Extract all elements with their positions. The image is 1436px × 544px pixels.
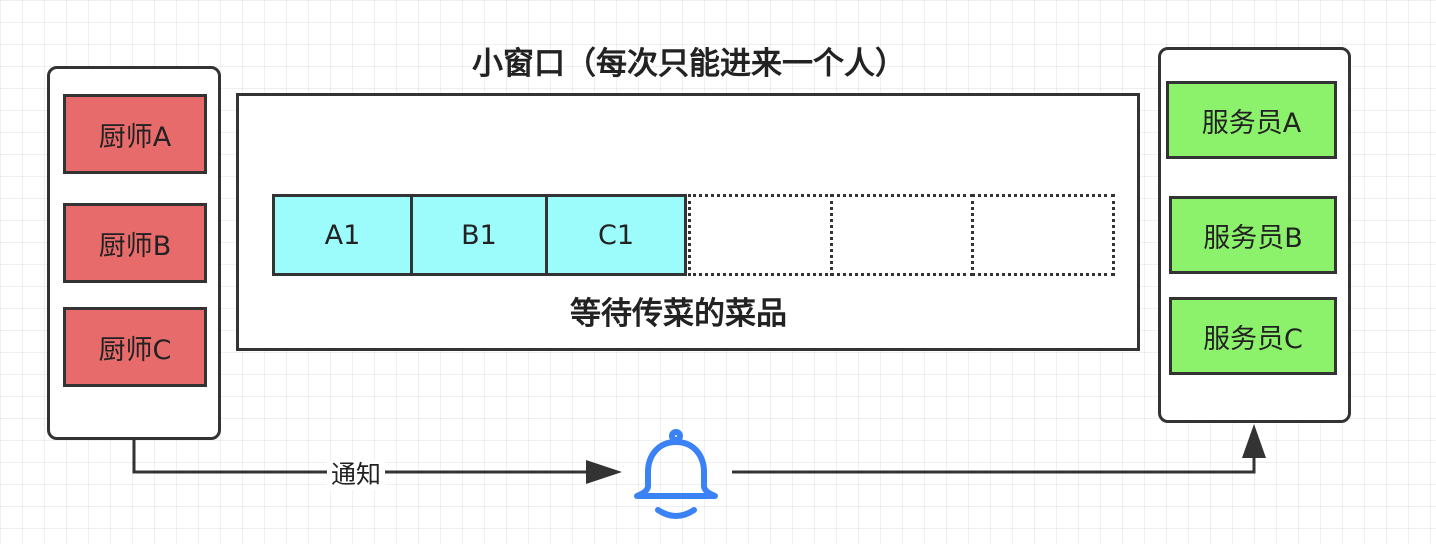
empty-slot — [688, 194, 833, 276]
empty-slot — [971, 194, 1115, 276]
chef-label: 厨师A — [98, 121, 172, 153]
empty-slot — [830, 194, 974, 276]
waiters-connector — [732, 452, 1256, 474]
waiter-label: 服务员B — [1203, 222, 1303, 254]
waiter-label: 服务员A — [1201, 107, 1302, 139]
dish-slot-b1[interactable]: B1 — [410, 194, 548, 276]
dish-label: A1 — [324, 219, 361, 251]
waiter-node-a[interactable]: 服务员A — [1166, 81, 1337, 159]
waiters-arrowhead — [1242, 424, 1266, 458]
dish-label: C1 — [597, 219, 635, 251]
waiter-node-b[interactable]: 服务员B — [1169, 196, 1337, 274]
chef-label: 厨师B — [98, 230, 172, 262]
dish-label: B1 — [461, 219, 497, 251]
chef-node-c[interactable]: 厨师C — [63, 307, 207, 387]
dish-slot-c1[interactable]: C1 — [545, 194, 687, 276]
waiter-node-c[interactable]: 服务员C — [1169, 297, 1337, 375]
bell-icon[interactable] — [624, 426, 724, 522]
queue-caption: 等待传菜的菜品 — [570, 296, 787, 332]
dish-slot-a1[interactable]: A1 — [272, 194, 413, 276]
notify-connector — [132, 440, 590, 474]
notify-arrowhead — [586, 460, 622, 484]
notify-label: 通知 — [327, 460, 386, 490]
window-title: 小窗口（每次只能进来一个人） — [472, 46, 906, 82]
waiter-label: 服务员C — [1203, 323, 1303, 355]
chef-label: 厨师C — [98, 334, 172, 366]
chef-node-a[interactable]: 厨师A — [63, 94, 207, 174]
chef-node-b[interactable]: 厨师B — [63, 203, 207, 283]
